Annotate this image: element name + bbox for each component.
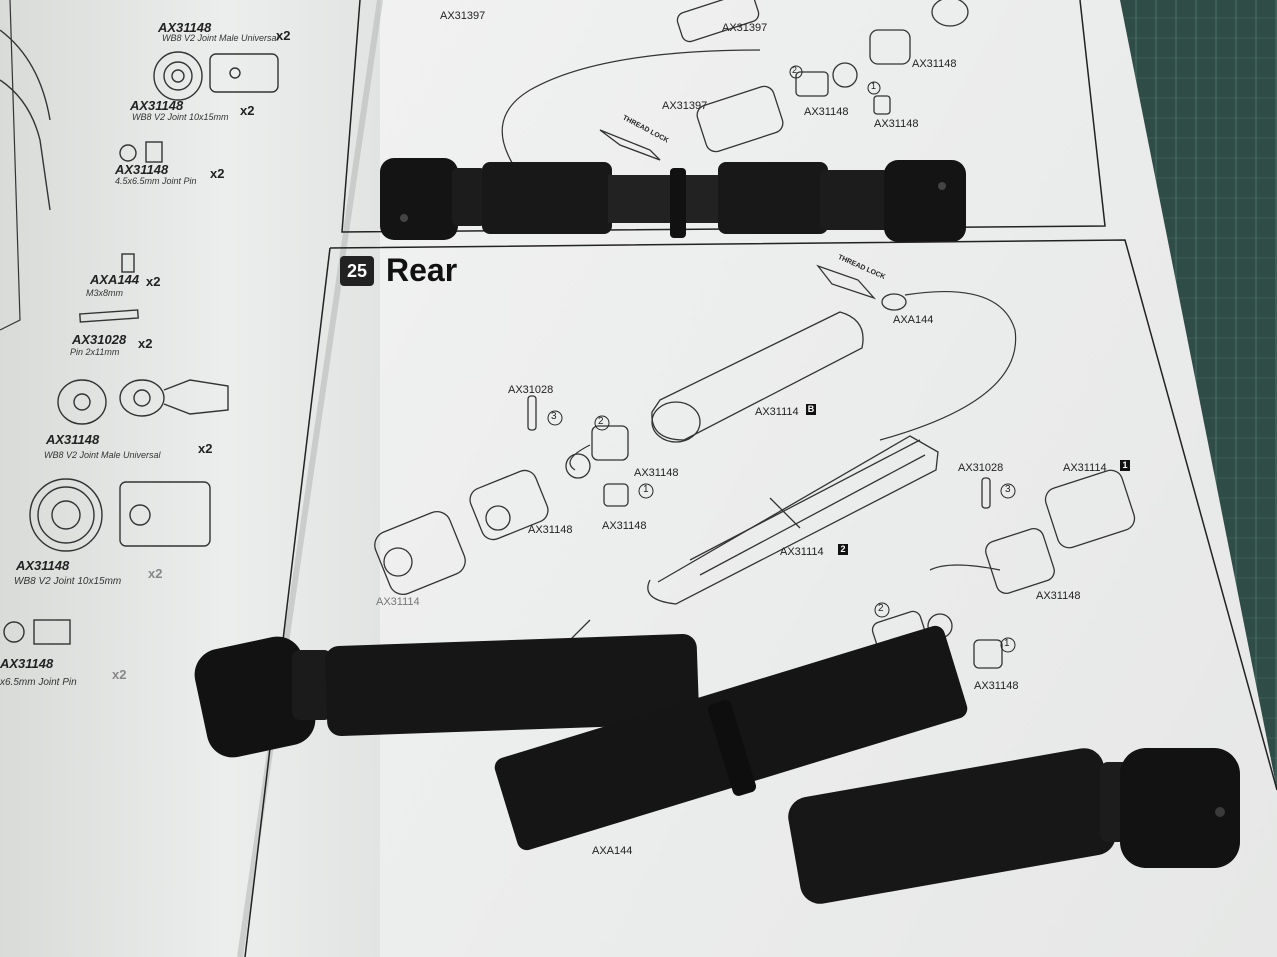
left-part-desc: WB8 V2 Joint 10x15mm	[14, 576, 122, 587]
left-part-qty: x2	[112, 667, 127, 682]
left-part-code: AX31148	[16, 558, 70, 573]
badge-1: 1	[1120, 460, 1130, 471]
top-step-drawings	[599, 0, 969, 161]
callout-axa144-bottom: AXA144	[592, 845, 633, 857]
marker-2: 2	[598, 416, 604, 427]
callout-axa144: AXA144	[893, 314, 934, 326]
top-callout: AX31148	[804, 106, 849, 118]
circled-markers	[547, 65, 1016, 653]
left-part-code: AX31148	[130, 98, 184, 113]
badge-b: B	[806, 404, 816, 415]
top-callout: AX31148	[912, 58, 957, 70]
callout-ax31114-left: AX31114	[376, 596, 420, 608]
marker-2: 2	[878, 603, 884, 614]
marker-3: 3	[1005, 484, 1011, 495]
left-part-qty: x2	[198, 441, 213, 456]
top-driveshaft-photo	[380, 158, 966, 242]
top-callout: AX31397	[662, 100, 708, 112]
left-part-desc: Pin 2x11mm	[70, 347, 120, 357]
left-part-qty: x2	[148, 566, 163, 581]
left-part-qty: x2	[146, 274, 161, 289]
left-part-desc: 4.5x6.5mm Joint Pin	[115, 176, 197, 186]
callout-ax31148: AX31148	[1036, 590, 1081, 602]
callout-ax31148: AX31148	[602, 520, 647, 532]
marker-1: 1	[1004, 638, 1010, 649]
top-callout: AX31148	[874, 118, 919, 130]
left-part-code: AX31028	[72, 332, 127, 347]
callout-ax31148: AX31148	[634, 467, 679, 479]
callout-ax31148: AX31148	[974, 680, 1019, 692]
left-part-qty: x2	[240, 103, 255, 118]
left-part-desc: WB8 V2 Joint Male Universal	[162, 33, 279, 43]
left-part-code: AX31148	[46, 432, 100, 447]
callout-ax31028: AX31028	[508, 384, 554, 396]
step-number-badge: 25	[340, 256, 374, 286]
callout-ax31148: AX31148	[528, 524, 573, 536]
left-part-code: AX31148	[0, 656, 54, 671]
badge-2: 2	[838, 544, 848, 555]
step-title: Rear	[386, 252, 458, 288]
left-part-desc: WB8 V2 Joint 10x15mm	[132, 112, 229, 122]
rear-driveshaft-photo	[194, 625, 1240, 904]
left-parts-drawings	[0, 29, 279, 645]
top-marker: 2	[792, 65, 798, 75]
marker-1: 1	[643, 484, 649, 495]
callout-ax31028-right: AX31028	[958, 462, 1004, 474]
top-callout: AX31397	[440, 10, 486, 22]
step25-drawings	[374, 264, 1136, 669]
callout-ax31114-1: AX31114	[1063, 462, 1107, 474]
left-part-code: AXA144	[90, 272, 140, 287]
left-part-desc: x6.5mm Joint Pin	[0, 677, 77, 688]
left-part-desc: M3x8mm	[86, 288, 124, 298]
top-marker: 1	[871, 81, 877, 91]
left-part-qty: x2	[276, 28, 291, 43]
left-part-qty: x2	[138, 336, 153, 351]
callout-ax31114-2: AX31114	[780, 546, 824, 558]
left-part-code: AX31148	[115, 162, 169, 177]
callout-ax31114-b: AX31114	[755, 406, 799, 418]
marker-3: 3	[551, 411, 557, 422]
left-part-code: AX31148	[158, 20, 212, 35]
top-callout: AX31397	[722, 22, 768, 34]
left-part-qty: x2	[210, 166, 225, 181]
left-part-desc: WB8 V2 Joint Male Universal	[44, 450, 161, 460]
